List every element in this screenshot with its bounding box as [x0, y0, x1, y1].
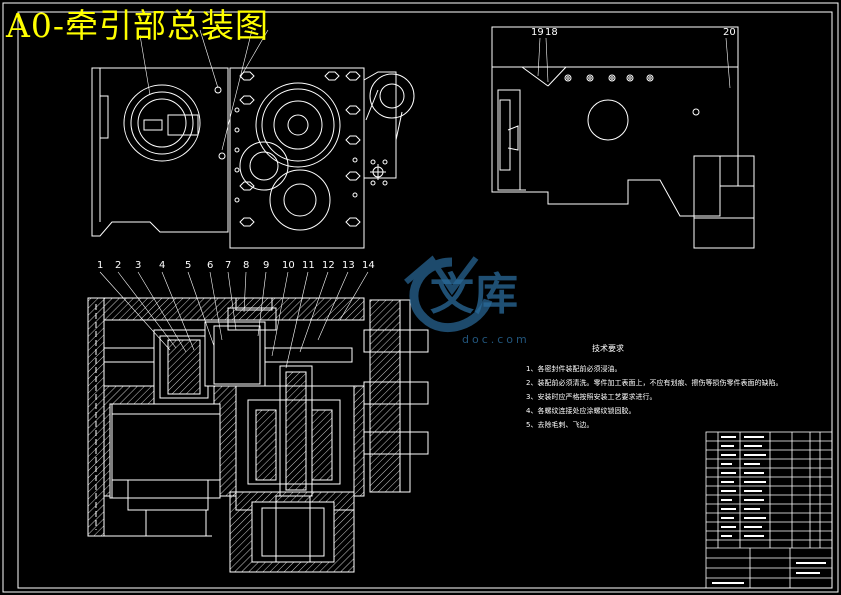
- tech-req-line: 2、装配前必须清洗。零件加工表面上，不应有划痕、擦伤等损伤零件表面的缺陷。: [526, 379, 783, 387]
- part-number: 9: [263, 260, 270, 271]
- tech-req-line: 1、各密封件装配前必须浸油。: [526, 365, 622, 373]
- front-view: [91, 67, 415, 249]
- part-number: 3: [135, 260, 142, 271]
- drawing-title: A0-牵引部总装图: [6, 6, 269, 45]
- part-number: 5: [185, 260, 192, 271]
- top-view: [491, 26, 755, 249]
- watermark-text: 文库: [430, 269, 518, 320]
- tech-req-line: 5、去除毛刺、飞边。: [526, 421, 594, 429]
- front-leaders: [139, 29, 269, 151]
- part-number: 14: [362, 260, 375, 271]
- tech-req-line: 3、安装时应严格按照安装工艺要求进行。: [526, 393, 657, 401]
- title-block-marks: [712, 436, 826, 584]
- top-view-number: 20: [723, 27, 736, 38]
- part-number: 12: [322, 260, 335, 271]
- part-number: 13: [342, 260, 355, 271]
- section-view: [87, 297, 429, 573]
- watermark-url: doc.com: [462, 333, 530, 346]
- part-number: 7: [225, 260, 232, 271]
- part-number: 8: [243, 260, 250, 271]
- part-number: 6: [207, 260, 214, 271]
- title-block: [705, 431, 833, 589]
- part-number: 1: [97, 260, 104, 271]
- section-leaders: [99, 271, 369, 369]
- watermark-logo: [404, 255, 493, 332]
- part-number: 2: [115, 260, 122, 271]
- top-view-number: 19: [531, 27, 544, 38]
- tech-req-heading: 技术要求: [592, 344, 624, 353]
- inner-border: [17, 11, 833, 589]
- top-leaders: [537, 37, 731, 89]
- part-number: 11: [302, 260, 315, 271]
- part-number: 10: [282, 260, 295, 271]
- tech-req-line: 4、各螺纹连接处应涂螺纹锁固胶。: [526, 407, 636, 415]
- top-view-number: 18: [545, 27, 558, 38]
- housing-bolts: [234, 71, 361, 227]
- part-number: 4: [159, 260, 166, 271]
